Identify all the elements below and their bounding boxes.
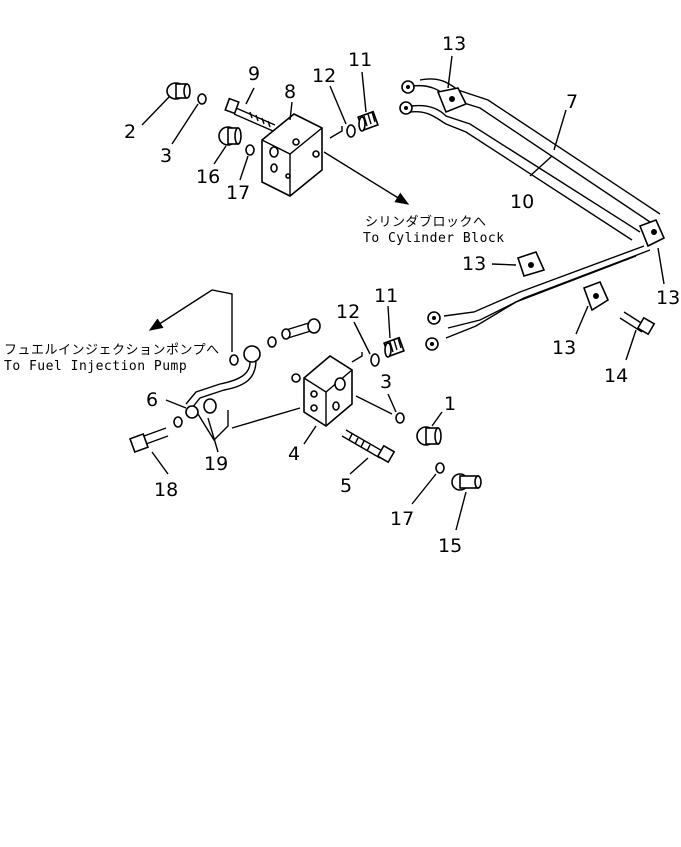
label-part-17-lower: 17 — [390, 508, 414, 530]
label-part-6: 6 — [146, 389, 158, 411]
cylinder-block-en-text: To Cylinder Block — [363, 231, 505, 246]
label-part-8: 8 — [284, 81, 296, 103]
label-part-1: 1 — [444, 393, 456, 415]
leader-lines — [141, 55, 665, 531]
clamp-13-lower-part — [582, 280, 610, 312]
cylinder-block-jp-text: シリンダブロックへ — [365, 214, 487, 230]
washer-12-upper-part — [346, 124, 356, 138]
washer-12-lower-part — [370, 353, 380, 367]
label-part-11-lower: 11 — [374, 285, 398, 307]
plug-16-part — [218, 126, 242, 146]
bolt-18-part — [129, 427, 169, 453]
plug-1-part — [416, 426, 442, 446]
connector-11-lower-part — [383, 336, 405, 358]
label-part-12-lower: 12 — [336, 301, 360, 323]
clamp-13-mid-part — [516, 251, 546, 277]
label-part-19: 19 — [204, 453, 228, 475]
pipe-fitting-upper-part — [399, 80, 415, 115]
connector-11-upper-part — [357, 110, 379, 132]
label-part-17-upper: 17 — [226, 182, 250, 204]
label-part-10: 10 — [510, 191, 534, 213]
bolt-5-part — [341, 429, 396, 464]
arrow-to-cylinder-block — [323, 151, 410, 205]
label-part-16: 16 — [196, 166, 220, 188]
label-part-3-lower: 3 — [380, 371, 392, 393]
label-part-12-upper: 12 — [312, 65, 336, 87]
arrow-to-fuel-pump — [148, 289, 233, 352]
label-part-9: 9 — [248, 63, 260, 85]
fuel-pump-jp-text: フュエルインジェクションポンプへ — [4, 343, 220, 358]
plug-15-part — [451, 473, 482, 491]
label-part-18: 18 — [154, 479, 178, 501]
label-part-13-lower: 13 — [552, 337, 576, 359]
label-part-13-top: 13 — [442, 33, 466, 55]
label-part-5: 5 — [340, 475, 352, 497]
pipe-6-part — [185, 345, 261, 419]
o-ring-17-upper-part — [245, 144, 255, 156]
plug-upper-part — [166, 82, 191, 100]
bolt-upper-part — [224, 97, 276, 132]
washer-18-part — [173, 416, 183, 428]
label-part-14: 14 — [604, 365, 628, 387]
o-ring-upper-part — [197, 93, 207, 105]
label-part-13-right: 13 — [656, 287, 680, 309]
fuel-pump-en-text: To Fuel Injection Pump — [4, 359, 187, 374]
o-ring-17-lower-part — [435, 462, 445, 474]
clamp-13-right-part — [638, 218, 666, 248]
label-part-2: 2 — [124, 121, 136, 143]
pipe-10-part — [409, 110, 633, 241]
label-part-4: 4 — [288, 443, 300, 465]
valve-block-upper-part — [261, 113, 323, 197]
valve-block-lower-part — [291, 355, 353, 427]
washer-19-part — [203, 398, 217, 414]
washer-pump-part — [267, 336, 277, 348]
pipe-lower-run-part — [443, 245, 651, 339]
o-ring-lower-part — [395, 412, 405, 424]
bolt-14-part — [619, 311, 656, 336]
banjo-bolt-part — [281, 318, 321, 340]
label-part-3-upper: 3 — [160, 145, 172, 167]
label-part-7: 7 — [566, 91, 578, 113]
clamp-13-top-part — [436, 87, 468, 114]
label-part-11-upper: 11 — [348, 49, 372, 71]
pipe-fitting-lower-part — [425, 311, 441, 351]
label-part-15: 15 — [438, 535, 462, 557]
label-part-13-mid-left: 13 — [462, 253, 486, 275]
